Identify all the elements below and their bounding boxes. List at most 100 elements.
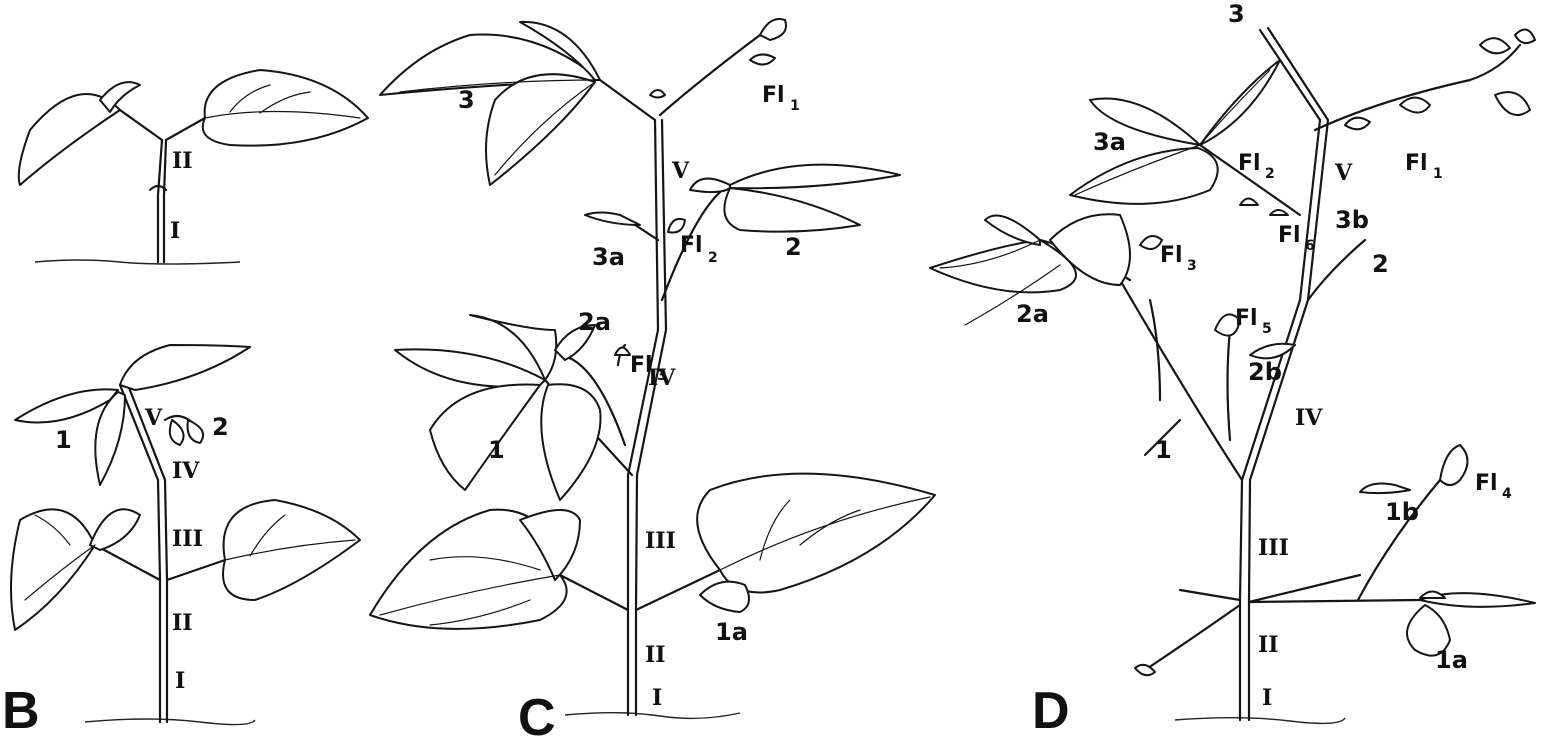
panel-c-internode-5: V [671, 158, 690, 184]
panel-d-flower-6-label: Fl [1278, 223, 1301, 248]
panel-d-internode-5: V [1334, 160, 1353, 186]
panel-c-flower-1-bud [760, 19, 786, 40]
panel-a: II I [19, 70, 368, 264]
panel-d-flower-2-subscript: 2 [1265, 166, 1275, 182]
panel-b-primary-leaf-right [223, 500, 360, 600]
panel-d-pod-stalk [1150, 300, 1160, 400]
panel-d-leaf-1a-label: 1a [1435, 646, 1468, 674]
panel-d-leaf-1a-small [1420, 592, 1445, 599]
panel-d-branch-left [1145, 605, 1240, 670]
panel-a-leaf-left-lobe [100, 82, 140, 112]
panel-b: 1 2 V IV III II I B [2, 345, 360, 739]
panel-d-letter: D [1032, 682, 1070, 739]
panel-d-flower-6-subscript: 6 [1305, 238, 1315, 254]
panel-b-leaf-2-label: 2 [212, 413, 229, 441]
panel-c-leaf-3a-label: 3a [592, 243, 625, 271]
panel-d-leaf-2b-label: 2b [1248, 358, 1282, 386]
panel-c-flower-2 [668, 219, 685, 233]
panel-a-leaf-left [19, 94, 120, 185]
panel-c-leaf-1-right [541, 384, 600, 500]
panel-d-flower-4 [1440, 445, 1468, 485]
panel-c-leaf-2-bottom [724, 188, 860, 232]
panel-c-leaf-1a-label: 1a [715, 618, 748, 646]
panel-a-ground [35, 260, 240, 264]
panel-b-stem-edge [128, 385, 167, 722]
panel-c-petiole-left [560, 575, 628, 610]
panel-d-flower-5-subscript: 5 [1262, 321, 1272, 337]
panel-b-leaf-2b [188, 420, 204, 443]
panel-d-branch-2 [1308, 240, 1365, 300]
panel-d-flower-4-label: Fl [1475, 471, 1498, 496]
panel-d-internode-2: II [1258, 632, 1279, 658]
panel-d-leaf-1b [1360, 484, 1410, 494]
panel-d-flower-6 [1270, 210, 1288, 215]
panel-c-leaf-1-top [395, 349, 545, 386]
panel-d-internode-3: III [1258, 535, 1289, 561]
panel-b-letter: B [2, 682, 40, 739]
panel-b-primary-leaf-left-lobe [90, 509, 140, 550]
panel-d-leaf-1-label: 1 [1155, 436, 1172, 464]
panel-a-petiole-left [120, 110, 162, 140]
panel-d-flower-3-subscript: 3 [1187, 258, 1197, 274]
panel-c-leaf-1-left [430, 385, 540, 490]
panel-a-stem-edge [164, 140, 166, 262]
panel-d-flower-2 [1240, 199, 1258, 206]
panel-d-leaf-3a-left [1070, 148, 1218, 204]
panel-c-internode-2: II [645, 642, 666, 668]
panel-d-leaf-2a-lobe [985, 216, 1040, 246]
panel-c-flower-1-label: Fl [762, 83, 785, 108]
panel-d-flower-1-raceme [1315, 45, 1520, 130]
panel-d-flower-1-subscript: 1 [1433, 166, 1443, 182]
panel-c-internode-4: IV [648, 365, 676, 391]
panel-a-stem [158, 140, 162, 262]
panel-d-leaf-2a-label: 2a [1016, 300, 1049, 328]
panel-c-leaf-2-label: 2 [785, 233, 802, 261]
panel-b-trifoliate-leaf-top [120, 345, 250, 390]
panel-c-stem [628, 120, 658, 715]
panel-a-internode-2: II [172, 148, 193, 174]
panel-d-internode-4: IV [1295, 405, 1323, 431]
panel-d-leaf-3-label: 3 [1228, 0, 1245, 28]
panel-c-flower-2-label: Fl [680, 233, 703, 258]
panel-b-internode-5: V [144, 405, 163, 431]
panel-d-leaf-1b-label: 1b [1385, 498, 1419, 526]
panel-d-flower-1-label: Fl [1405, 151, 1428, 176]
panel-b-leaf-1-label: 1 [55, 426, 72, 454]
panel-d: 3 3a 2a 2 3b 2b 1 1b 1a Fl 1 Fl 2 Fl 3 F… [930, 0, 1535, 739]
panel-c-leaf-1-label: 1 [488, 436, 505, 464]
panel-d-flower-3-label: Fl [1160, 243, 1183, 268]
panel-a-internode-1: I [170, 218, 180, 244]
panel-d-flower-2-label: Fl [1238, 151, 1261, 176]
panel-b-internode-1: I [175, 668, 185, 694]
panel-d-leaf-2-label: 2 [1372, 250, 1389, 278]
panel-c-flower-1 [750, 54, 775, 64]
panel-d-flower-3 [1140, 236, 1162, 249]
panel-c-internode-1: I [652, 685, 662, 711]
panel-c-letter: C [518, 689, 556, 739]
panel-b-ground [85, 719, 255, 725]
panel-b-petiole-left [95, 545, 160, 580]
panel-c-flower-2-subscript: 2 [708, 250, 718, 266]
panel-d-leaf-3b-label: 3b [1335, 206, 1369, 234]
panel-a-leaf-right [203, 70, 368, 146]
panel-d-flower-1b [1400, 98, 1430, 113]
panel-c-flower-1-small [650, 90, 665, 98]
panel-c-leaf-2-top [730, 165, 900, 189]
panel-c-internode-3: III [645, 528, 676, 554]
panel-a-petiole-right [166, 118, 205, 140]
panel-d-leaf-3a-label: 3a [1093, 128, 1126, 156]
panel-d-flower-1a [1345, 118, 1370, 130]
panel-d-ground [1175, 718, 1345, 724]
panel-b-stem [120, 385, 160, 722]
panel-c-flower-1-subscript: 1 [790, 98, 800, 114]
panel-c-leaf-3a [585, 213, 640, 226]
panel-c-leaf-3-bottom [486, 74, 595, 185]
panel-d-branch-1 [1120, 280, 1242, 480]
panel-d-leaf-2a [930, 240, 1076, 292]
panel-d-leaf-2b [1250, 344, 1295, 359]
panel-b-petiole-right [167, 560, 225, 580]
panel-d-flower-5-label: Fl [1235, 306, 1258, 331]
panel-c-petiole-3 [600, 80, 655, 120]
panel-d-branch-2b [1228, 330, 1231, 440]
